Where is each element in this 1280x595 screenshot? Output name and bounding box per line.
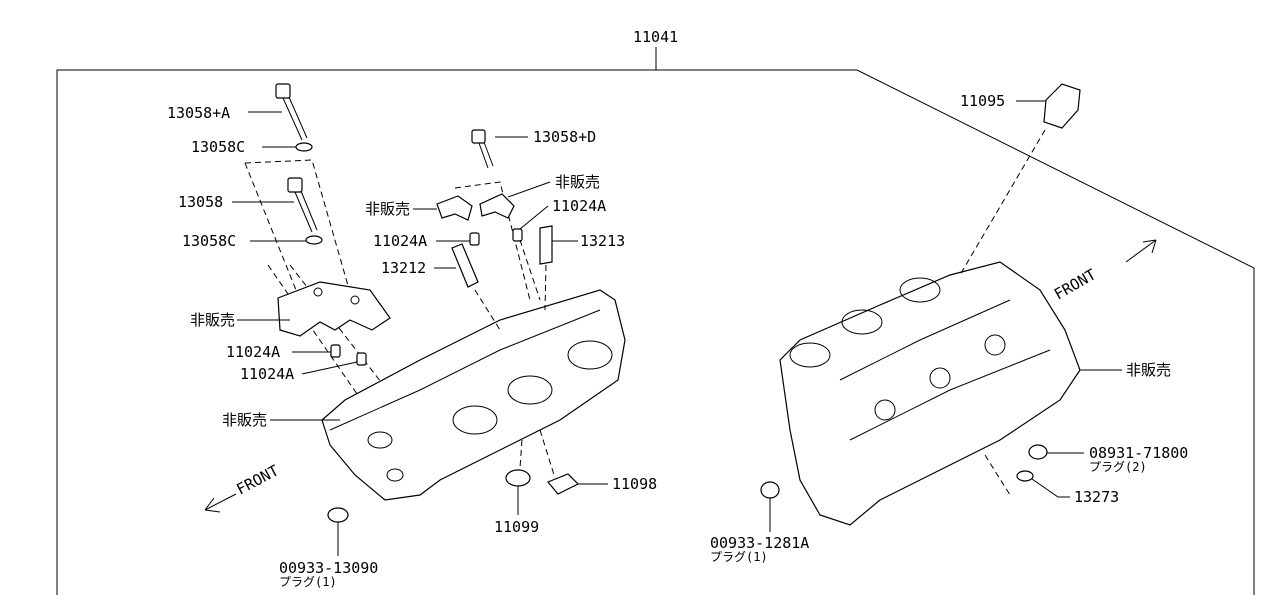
- front-label-right: FRONT: [1051, 265, 1099, 303]
- front-arrow-left-icon: [204, 493, 237, 513]
- label-13273: 13273: [1074, 488, 1119, 506]
- label-13058c: 13058C: [182, 232, 236, 250]
- front-label-left: FRONT: [233, 461, 281, 498]
- label-13058c-top: 13058C: [191, 138, 245, 156]
- bolt-13058-d: [471, 129, 494, 169]
- label-11098: 11098: [612, 475, 657, 493]
- seal-11099: [505, 469, 531, 487]
- front-arrow-right-icon: [1125, 239, 1157, 263]
- assembly-number: 11041: [633, 28, 678, 46]
- label-13058: 13058: [178, 193, 223, 211]
- label-13212: 13212: [381, 259, 426, 277]
- label-08931-71800: 08931-71800: [1089, 444, 1188, 462]
- bolt-13058: [287, 177, 318, 233]
- label-13058-d: 13058+D: [533, 128, 596, 146]
- label-11095: 11095: [960, 92, 1005, 110]
- cam-cap-right: [479, 193, 515, 219]
- label-plug-right-note: プラグ(2): [1089, 460, 1147, 474]
- bolt-13058-a: [275, 83, 308, 141]
- washer-13058c: [305, 235, 323, 245]
- plug-08931-71800: [1028, 444, 1048, 460]
- washer-13273: [1016, 470, 1034, 482]
- cam-cap-left: [277, 281, 391, 337]
- label-not-for-sale-cap-mid: 非販売: [365, 200, 410, 218]
- tube-13212: [451, 243, 479, 288]
- dowel-11024a-4: [512, 228, 523, 242]
- tube-13213: [539, 225, 553, 265]
- cam-cap-mid: [436, 195, 473, 221]
- cylinder-head-left: [321, 289, 626, 501]
- label-11024a-2: 11024A: [240, 365, 294, 383]
- dowel-11024a-3: [469, 232, 480, 246]
- label-not-for-sale-cap-right: 非販売: [555, 173, 600, 191]
- label-not-for-sale-head-right: 非販売: [1126, 361, 1171, 379]
- label-not-for-sale-cap-left: 非販売: [190, 311, 235, 329]
- leader-lines: [232, 100, 1122, 556]
- label-11099: 11099: [494, 518, 539, 536]
- plug-00933-13090: [327, 507, 349, 523]
- washer-13058c-top: [295, 142, 313, 152]
- label-11024a-4: 11024A: [552, 197, 606, 215]
- dowel-11024a-2: [356, 352, 367, 366]
- cap-11095: [1043, 83, 1081, 129]
- seal-11098: [547, 473, 580, 495]
- label-plug-left-note: プラグ(1): [279, 575, 337, 589]
- label-00933-13090: 00933-13090: [279, 559, 378, 577]
- label-13058-a: 13058+A: [167, 104, 230, 122]
- assembly-frame: [56, 47, 1255, 595]
- label-plug-mid-note: プラグ(1): [710, 550, 768, 564]
- label-11024a-3: 11024A: [373, 232, 427, 250]
- label-13213: 13213: [580, 232, 625, 250]
- plug-00933-1281a: [760, 481, 780, 499]
- dowel-11024a-1: [330, 344, 341, 358]
- cylinder-head-right: [779, 261, 1081, 526]
- label-not-for-sale-head-left: 非販売: [222, 411, 267, 429]
- label-11024a-1: 11024A: [226, 343, 280, 361]
- label-00933-1281a: 00933-1281A: [710, 534, 809, 552]
